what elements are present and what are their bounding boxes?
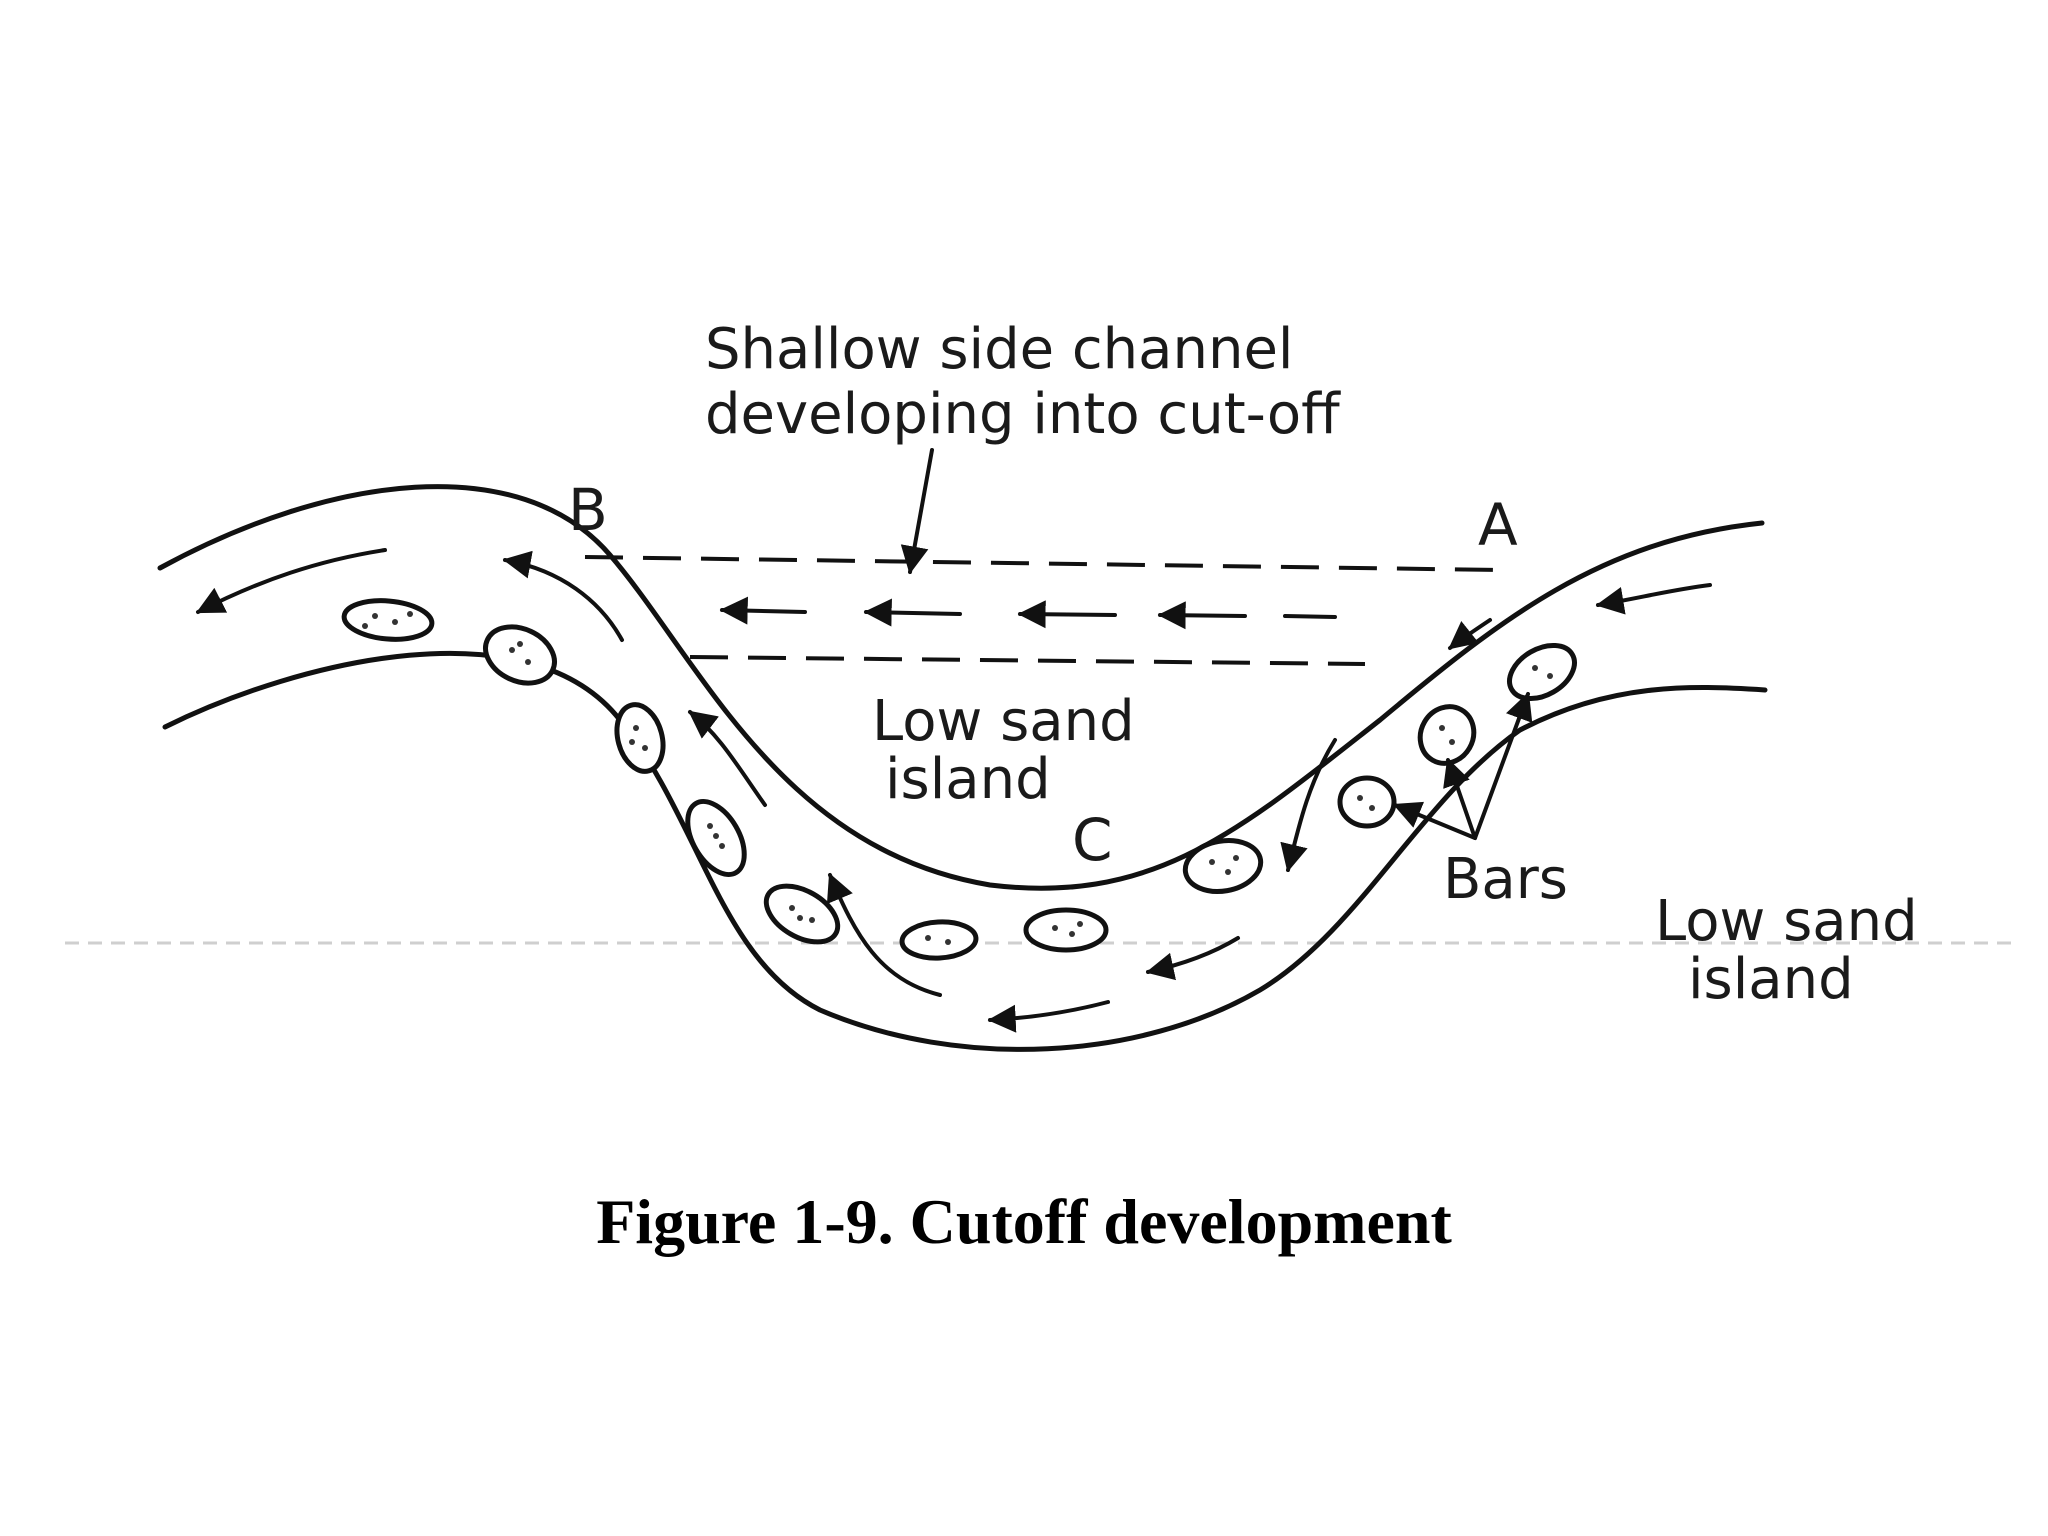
side-channel-pointer [900, 448, 934, 575]
point-c-label: C [1072, 806, 1113, 874]
sand-bar [341, 598, 435, 642]
sand-bar [1417, 704, 1477, 766]
side-channel-upper-dash [584, 555, 1501, 572]
low-sand-island-right-line2: island [1688, 947, 1854, 1012]
bars-label: Bars [1443, 847, 1568, 912]
point-a-label: A [1478, 491, 1518, 559]
side-channel-label-line1: Shallow side channel [705, 317, 1293, 382]
low-sand-island-center-line1: Low sand [872, 689, 1135, 754]
sand-bar [899, 919, 979, 961]
sand-bar [483, 624, 557, 686]
low-sand-island-right-line1: Low sand [1655, 889, 1918, 954]
sand-bar [1023, 907, 1109, 953]
sand-bar [1507, 642, 1577, 702]
side-channel-label-line2: developing into cut-off [705, 382, 1341, 447]
bar-stipple [362, 611, 1553, 945]
main-channel-flow-arrows [195, 548, 1712, 1033]
sand-bar [1337, 775, 1397, 829]
river-upper-bank [157, 484, 1765, 891]
sand-bar [614, 702, 666, 774]
figure-caption: Figure 1-9. Cutoff development [596, 1186, 1452, 1257]
point-b-label: B [568, 476, 608, 544]
side-channel-lower-dash [689, 655, 1366, 666]
sand-bar [763, 883, 841, 945]
low-sand-island-center-line2: island [885, 747, 1051, 812]
bars-pointers [1392, 691, 1533, 840]
side-channel-flow-arrows [719, 596, 1337, 630]
sand-bar [1182, 838, 1264, 894]
